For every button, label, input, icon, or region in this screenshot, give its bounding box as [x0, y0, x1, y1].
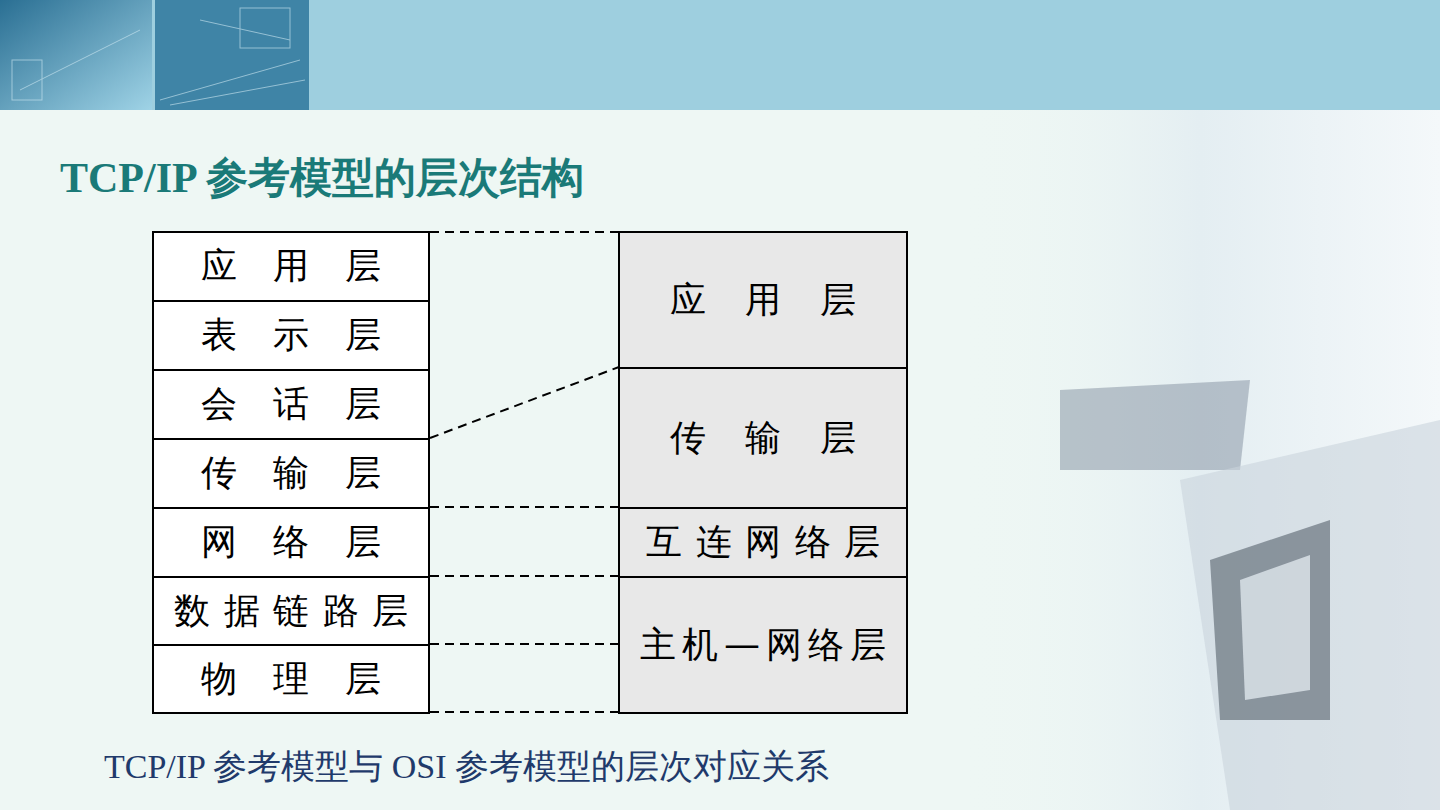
layer-name: 应用层	[631, 276, 895, 325]
tcpip-layer-box: 互连网络层	[618, 507, 908, 578]
osi-layer-box: 表示层	[152, 300, 430, 371]
figure-caption: TCP/IP 参考模型与 OSI 参考模型的层次对应关系	[104, 744, 829, 790]
osi-layer-box: 应用层	[152, 231, 430, 302]
tcpip-layer-box: 应用层	[618, 231, 908, 369]
slide-title: TCP/IP 参考模型的层次结构	[60, 150, 584, 206]
layer-name: 应用层	[165, 242, 417, 291]
osi-layer-box: 会话层	[152, 369, 430, 440]
layer-name: 主机—网络层	[634, 621, 892, 670]
printer-photo	[1060, 380, 1440, 810]
layer-name: 传输层	[165, 449, 417, 498]
header-bar	[0, 0, 1440, 110]
osi-layer-box: 网络层	[152, 507, 430, 578]
osi-layer-box: 数据链路层	[152, 576, 430, 646]
layer-name: 表示层	[165, 311, 417, 360]
layer-name: 物理层	[165, 655, 417, 704]
layer-guide-lines	[430, 232, 619, 712]
osi-layer-box: 传输层	[152, 438, 430, 509]
layer-name: 传输层	[631, 414, 895, 463]
layer-name: 互连网络层	[633, 518, 894, 567]
layer-name: 数据链路层	[161, 587, 422, 636]
header-image	[0, 0, 152, 110]
tcpip-layer-box: 主机—网络层	[618, 576, 908, 714]
layer-name: 网络层	[165, 518, 417, 567]
layer-name: 会话层	[165, 380, 417, 429]
osi-layer-box: 物理层	[152, 644, 430, 714]
tcpip-layer-box: 传输层	[618, 367, 908, 509]
